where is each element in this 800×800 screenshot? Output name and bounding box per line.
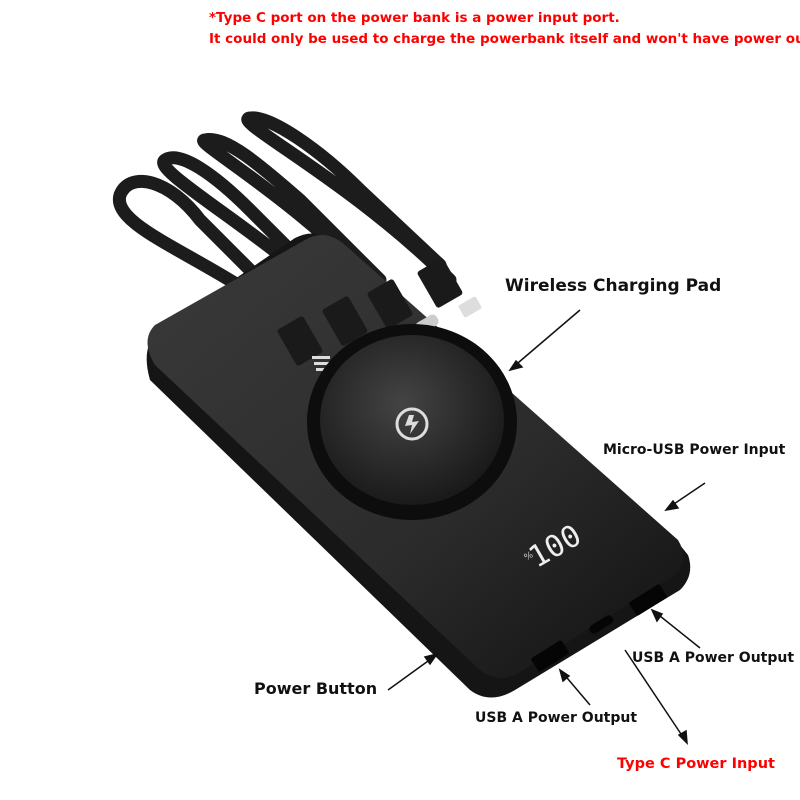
label-usb-a-output-right: USB A Power Output xyxy=(632,650,795,666)
label-micro-usb-input: Micro-USB Power Input xyxy=(603,442,786,458)
wireless-charging-icon xyxy=(395,407,429,441)
label-type-c-input: Type C Power Input xyxy=(617,756,775,772)
label-usb-a-output-bottom: USB A Power Output xyxy=(475,710,638,726)
label-power-button: Power Button xyxy=(254,679,378,698)
notice-line-2: It could only be used to charge the powe… xyxy=(209,31,800,47)
ports xyxy=(531,584,667,672)
label-wireless-charging-pad: Wireless Charging Pad xyxy=(505,276,722,296)
notice-line-1: *Type C port on the power bank is a powe… xyxy=(209,10,620,26)
